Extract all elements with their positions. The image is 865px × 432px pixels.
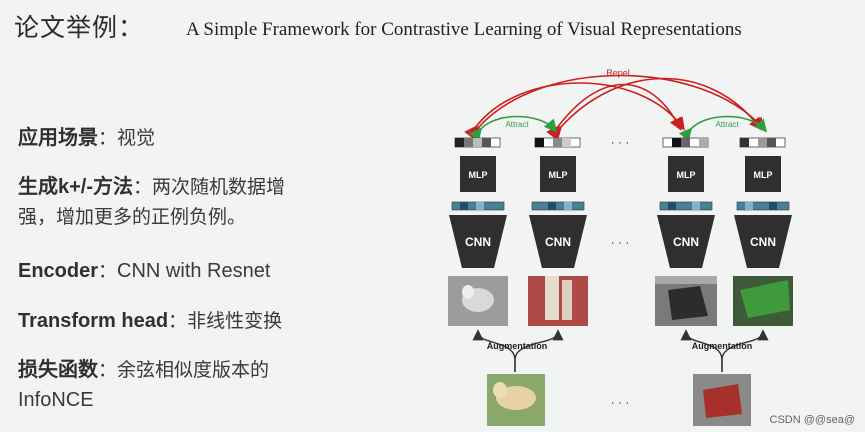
bullet-value-line2: 强，增加更多的正例负例。 bbox=[18, 206, 247, 228]
cnn-block bbox=[657, 215, 715, 268]
dog-gray-image bbox=[448, 276, 508, 326]
dog-input-image bbox=[487, 374, 545, 426]
feature-vector bbox=[736, 201, 790, 211]
bullet-transform-head: Transform head：非线性变换 bbox=[18, 306, 363, 336]
attract-label-left: Attract bbox=[505, 120, 529, 129]
feature-vector bbox=[451, 201, 505, 211]
paper-title: A Simple Framework for Contrastive Learn… bbox=[186, 19, 742, 40]
bullet-sep: ： bbox=[133, 176, 153, 198]
bullet-value: 视觉 bbox=[117, 127, 156, 149]
title-chinese: 论文举例： bbox=[14, 13, 145, 42]
ellipsis-inputs: · · · bbox=[611, 395, 630, 409]
mlp-label: MLP bbox=[677, 170, 696, 180]
cnn-block bbox=[449, 215, 507, 268]
column-2: MLP CNN bbox=[528, 137, 588, 326]
mlp-label: MLP bbox=[469, 170, 488, 180]
augmentation-left bbox=[472, 329, 564, 372]
attract-label-right: Attract bbox=[715, 120, 739, 129]
cnn-label: CNN bbox=[465, 235, 491, 249]
chair-gray-image bbox=[655, 276, 717, 326]
augmentation-label-right: Augmentation bbox=[692, 341, 753, 351]
bullet-application: 应用场景：视觉 bbox=[18, 123, 363, 153]
cnn-label: CNN bbox=[545, 235, 571, 249]
mlp-block bbox=[460, 156, 496, 192]
bullet-sep: ： bbox=[98, 260, 118, 282]
cnn-label: CNN bbox=[750, 235, 776, 249]
mlp-block bbox=[668, 156, 704, 192]
embedding-vector bbox=[662, 137, 709, 148]
chair-green-image bbox=[733, 276, 793, 326]
bullet-loss: 损失函数：余弦相似度版本的 InfoNCE bbox=[18, 355, 363, 415]
augmentation-right bbox=[680, 329, 769, 372]
simclr-diagram: Repel Attract Attract MLP CNN bbox=[448, 68, 793, 426]
bullet-key: 损失函数 bbox=[18, 359, 98, 381]
bullet-sep: ： bbox=[98, 127, 118, 149]
bullet-value-line2: InfoNCE bbox=[18, 389, 94, 411]
repel-label: Repel bbox=[606, 68, 630, 78]
cnn-block bbox=[529, 215, 587, 268]
bullet-encoder: Encoder：CNN with Resnet bbox=[18, 256, 363, 286]
mlp-block bbox=[745, 156, 781, 192]
bullet-key: Transform head bbox=[18, 310, 169, 332]
column-3: MLP CNN bbox=[655, 137, 717, 326]
bullet-value: 非线性变换 bbox=[187, 310, 283, 332]
cnn-block bbox=[734, 215, 792, 268]
bullet-sep: ： bbox=[98, 359, 118, 381]
repel-arrows bbox=[464, 74, 766, 140]
embedding-vector bbox=[739, 137, 786, 148]
bullet-sep: ： bbox=[168, 310, 188, 332]
bullet-key: 应用场景 bbox=[18, 127, 98, 149]
column-1: MLP CNN bbox=[448, 137, 508, 326]
bullet-key: Encoder bbox=[18, 260, 99, 282]
csdn-watermark: CSDN @@sea@ bbox=[769, 414, 855, 426]
chair-input-image bbox=[693, 374, 751, 426]
mlp-block bbox=[540, 156, 576, 192]
feature-vector bbox=[531, 201, 585, 211]
column-4: MLP CNN bbox=[733, 137, 793, 326]
bullet-key: 生成k+/-方法 bbox=[18, 176, 134, 198]
attract-arrows bbox=[468, 115, 768, 142]
embedding-vector bbox=[454, 137, 501, 148]
ellipsis-encoders: · · · bbox=[611, 235, 630, 249]
mlp-label: MLP bbox=[754, 170, 773, 180]
dog-crop-red-image bbox=[528, 276, 588, 326]
bullet-value: 两次随机数据增 bbox=[152, 176, 286, 198]
bullet-value: 余弦相似度版本的 bbox=[117, 359, 270, 381]
ellipsis-embeddings: · · · bbox=[611, 135, 630, 149]
bullet-generation: 生成k+/-方法：两次随机数据增 强，增加更多的正例负例。 bbox=[18, 172, 363, 232]
feature-vector bbox=[659, 201, 713, 211]
augmentation-label-left: Augmentation bbox=[487, 341, 548, 351]
bullet-value: CNN with Resnet bbox=[117, 260, 271, 282]
mlp-label: MLP bbox=[549, 170, 568, 180]
embedding-vector bbox=[534, 137, 581, 148]
cnn-label: CNN bbox=[673, 235, 699, 249]
